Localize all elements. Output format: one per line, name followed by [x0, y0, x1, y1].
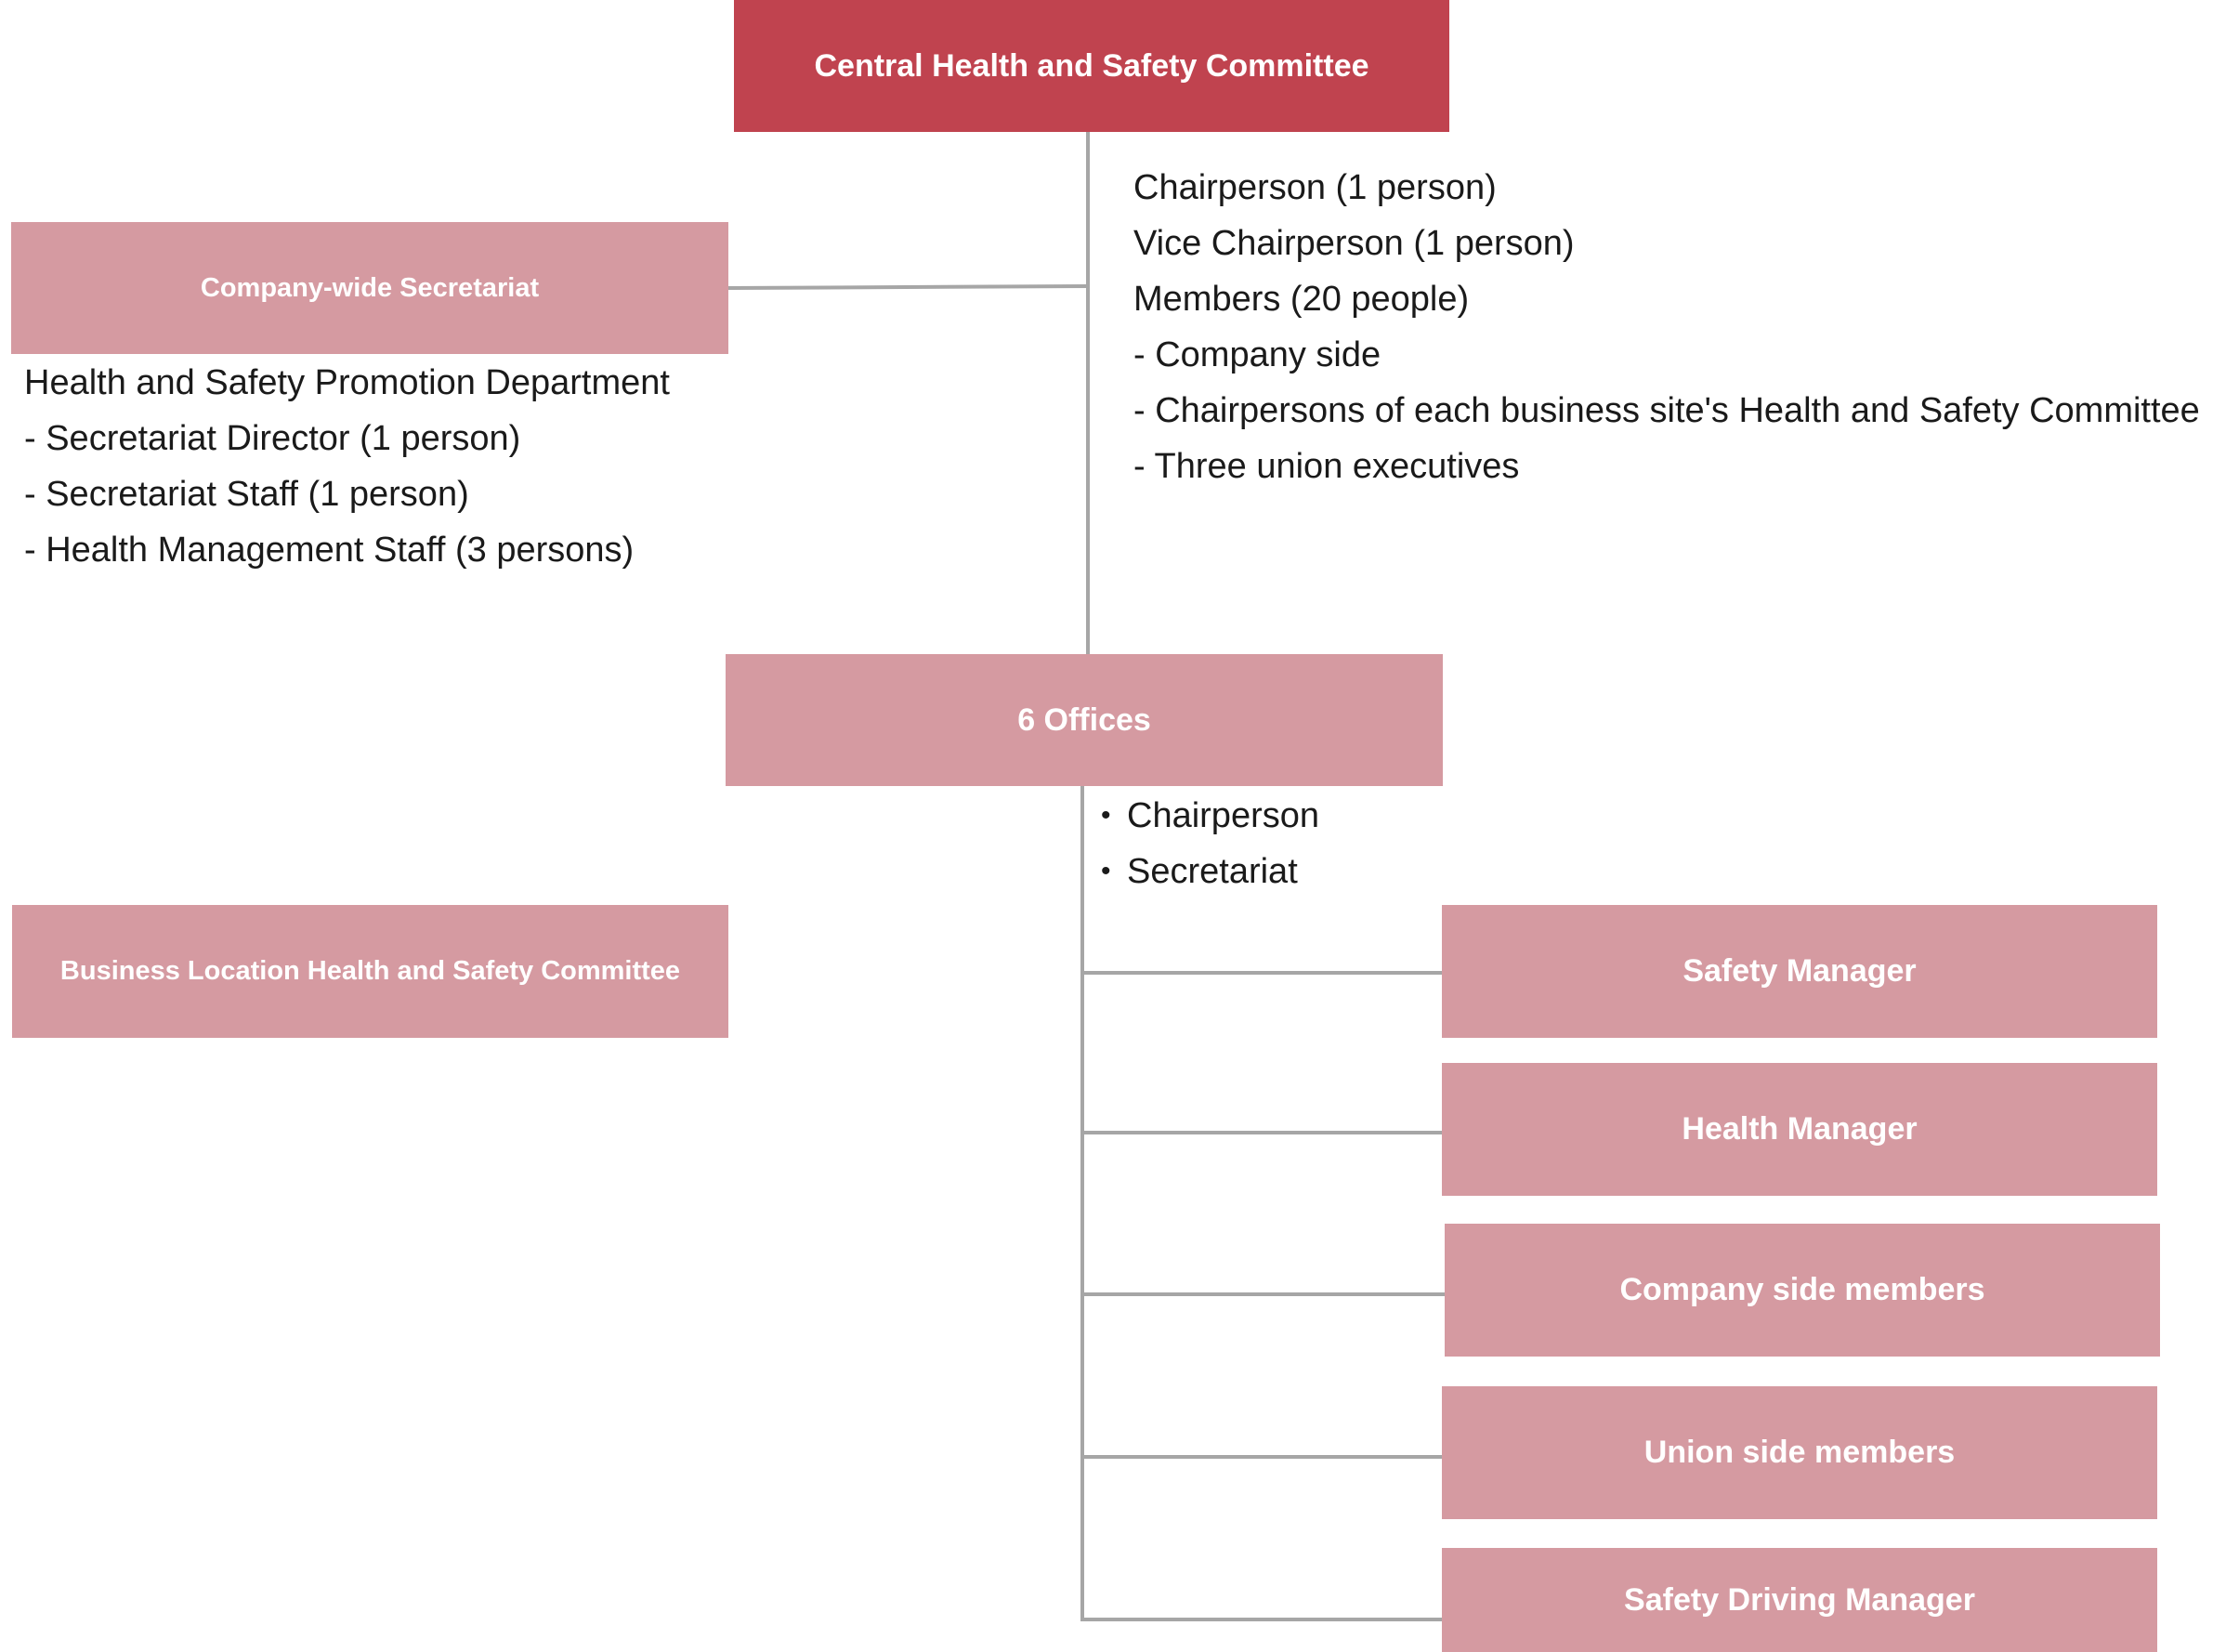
central-member-line: - Company side	[1133, 335, 1381, 374]
central-member-line: - Chairpersons of each business site's H…	[1133, 391, 2200, 430]
offices-label: 6 Offices	[1017, 701, 1151, 738]
central-committee-label: Central Health and Safety Committee	[814, 47, 1369, 84]
role-label: Company side members	[1619, 1272, 1985, 1307]
secretariat-details: Health and Safety Promotion Department -…	[24, 355, 670, 578]
secretariat-box: Company-wide Secretariat	[11, 222, 728, 354]
central-member-line: Chairperson (1 person)	[1133, 168, 1497, 207]
bullet-icon: •	[1101, 856, 1111, 886]
connector-secretariat	[727, 284, 1089, 290]
offices-detail-item: • Chairperson	[1101, 788, 1319, 844]
secretariat-label: Company-wide Secretariat	[200, 272, 540, 303]
offices-box: 6 Offices	[726, 654, 1443, 786]
role-label: Safety Manager	[1683, 953, 1917, 989]
secretariat-detail-line: - Secretariat Director (1 person)	[24, 419, 521, 458]
bullet-icon: •	[1101, 800, 1111, 831]
business-committee-box: Business Location Health and Safety Comm…	[12, 905, 728, 1038]
role-box-safety-driving-manager: Safety Driving Manager	[1442, 1548, 2157, 1652]
secretariat-detail-line: Health and Safety Promotion Department	[24, 363, 670, 402]
offices-details: • Chairperson • Secretariat	[1101, 788, 1319, 899]
central-member-line: Members (20 people)	[1133, 280, 1470, 319]
secretariat-detail-line: - Health Management Staff (3 persons)	[24, 531, 635, 570]
business-committee-label: Business Location Health and Safety Comm…	[59, 956, 681, 986]
role-label: Safety Driving Manager	[1624, 1581, 1975, 1618]
central-members-list: Chairperson (1 person) Vice Chairperson …	[1133, 160, 2200, 494]
offices-detail-item: • Secretariat	[1101, 844, 1319, 899]
role-label: Union side members	[1643, 1435, 1956, 1470]
role-box-safety-manager: Safety Manager	[1442, 905, 2157, 1038]
role-box-union-side-members: Union side members	[1442, 1386, 2157, 1519]
secretariat-detail-line: - Secretariat Staff (1 person)	[24, 475, 469, 514]
role-box-health-manager: Health Manager	[1442, 1063, 2157, 1196]
central-member-line: - Three union executives	[1133, 447, 1520, 486]
role-box-company-side-members: Company side members	[1445, 1224, 2160, 1357]
central-committee-box: Central Health and Safety Committee	[734, 0, 1449, 132]
offices-detail-text: Secretariat	[1127, 852, 1298, 891]
central-member-line: Vice Chairperson (1 person)	[1133, 224, 1575, 263]
role-label: Health Manager	[1682, 1111, 1918, 1147]
offices-detail-text: Chairperson	[1127, 796, 1319, 835]
